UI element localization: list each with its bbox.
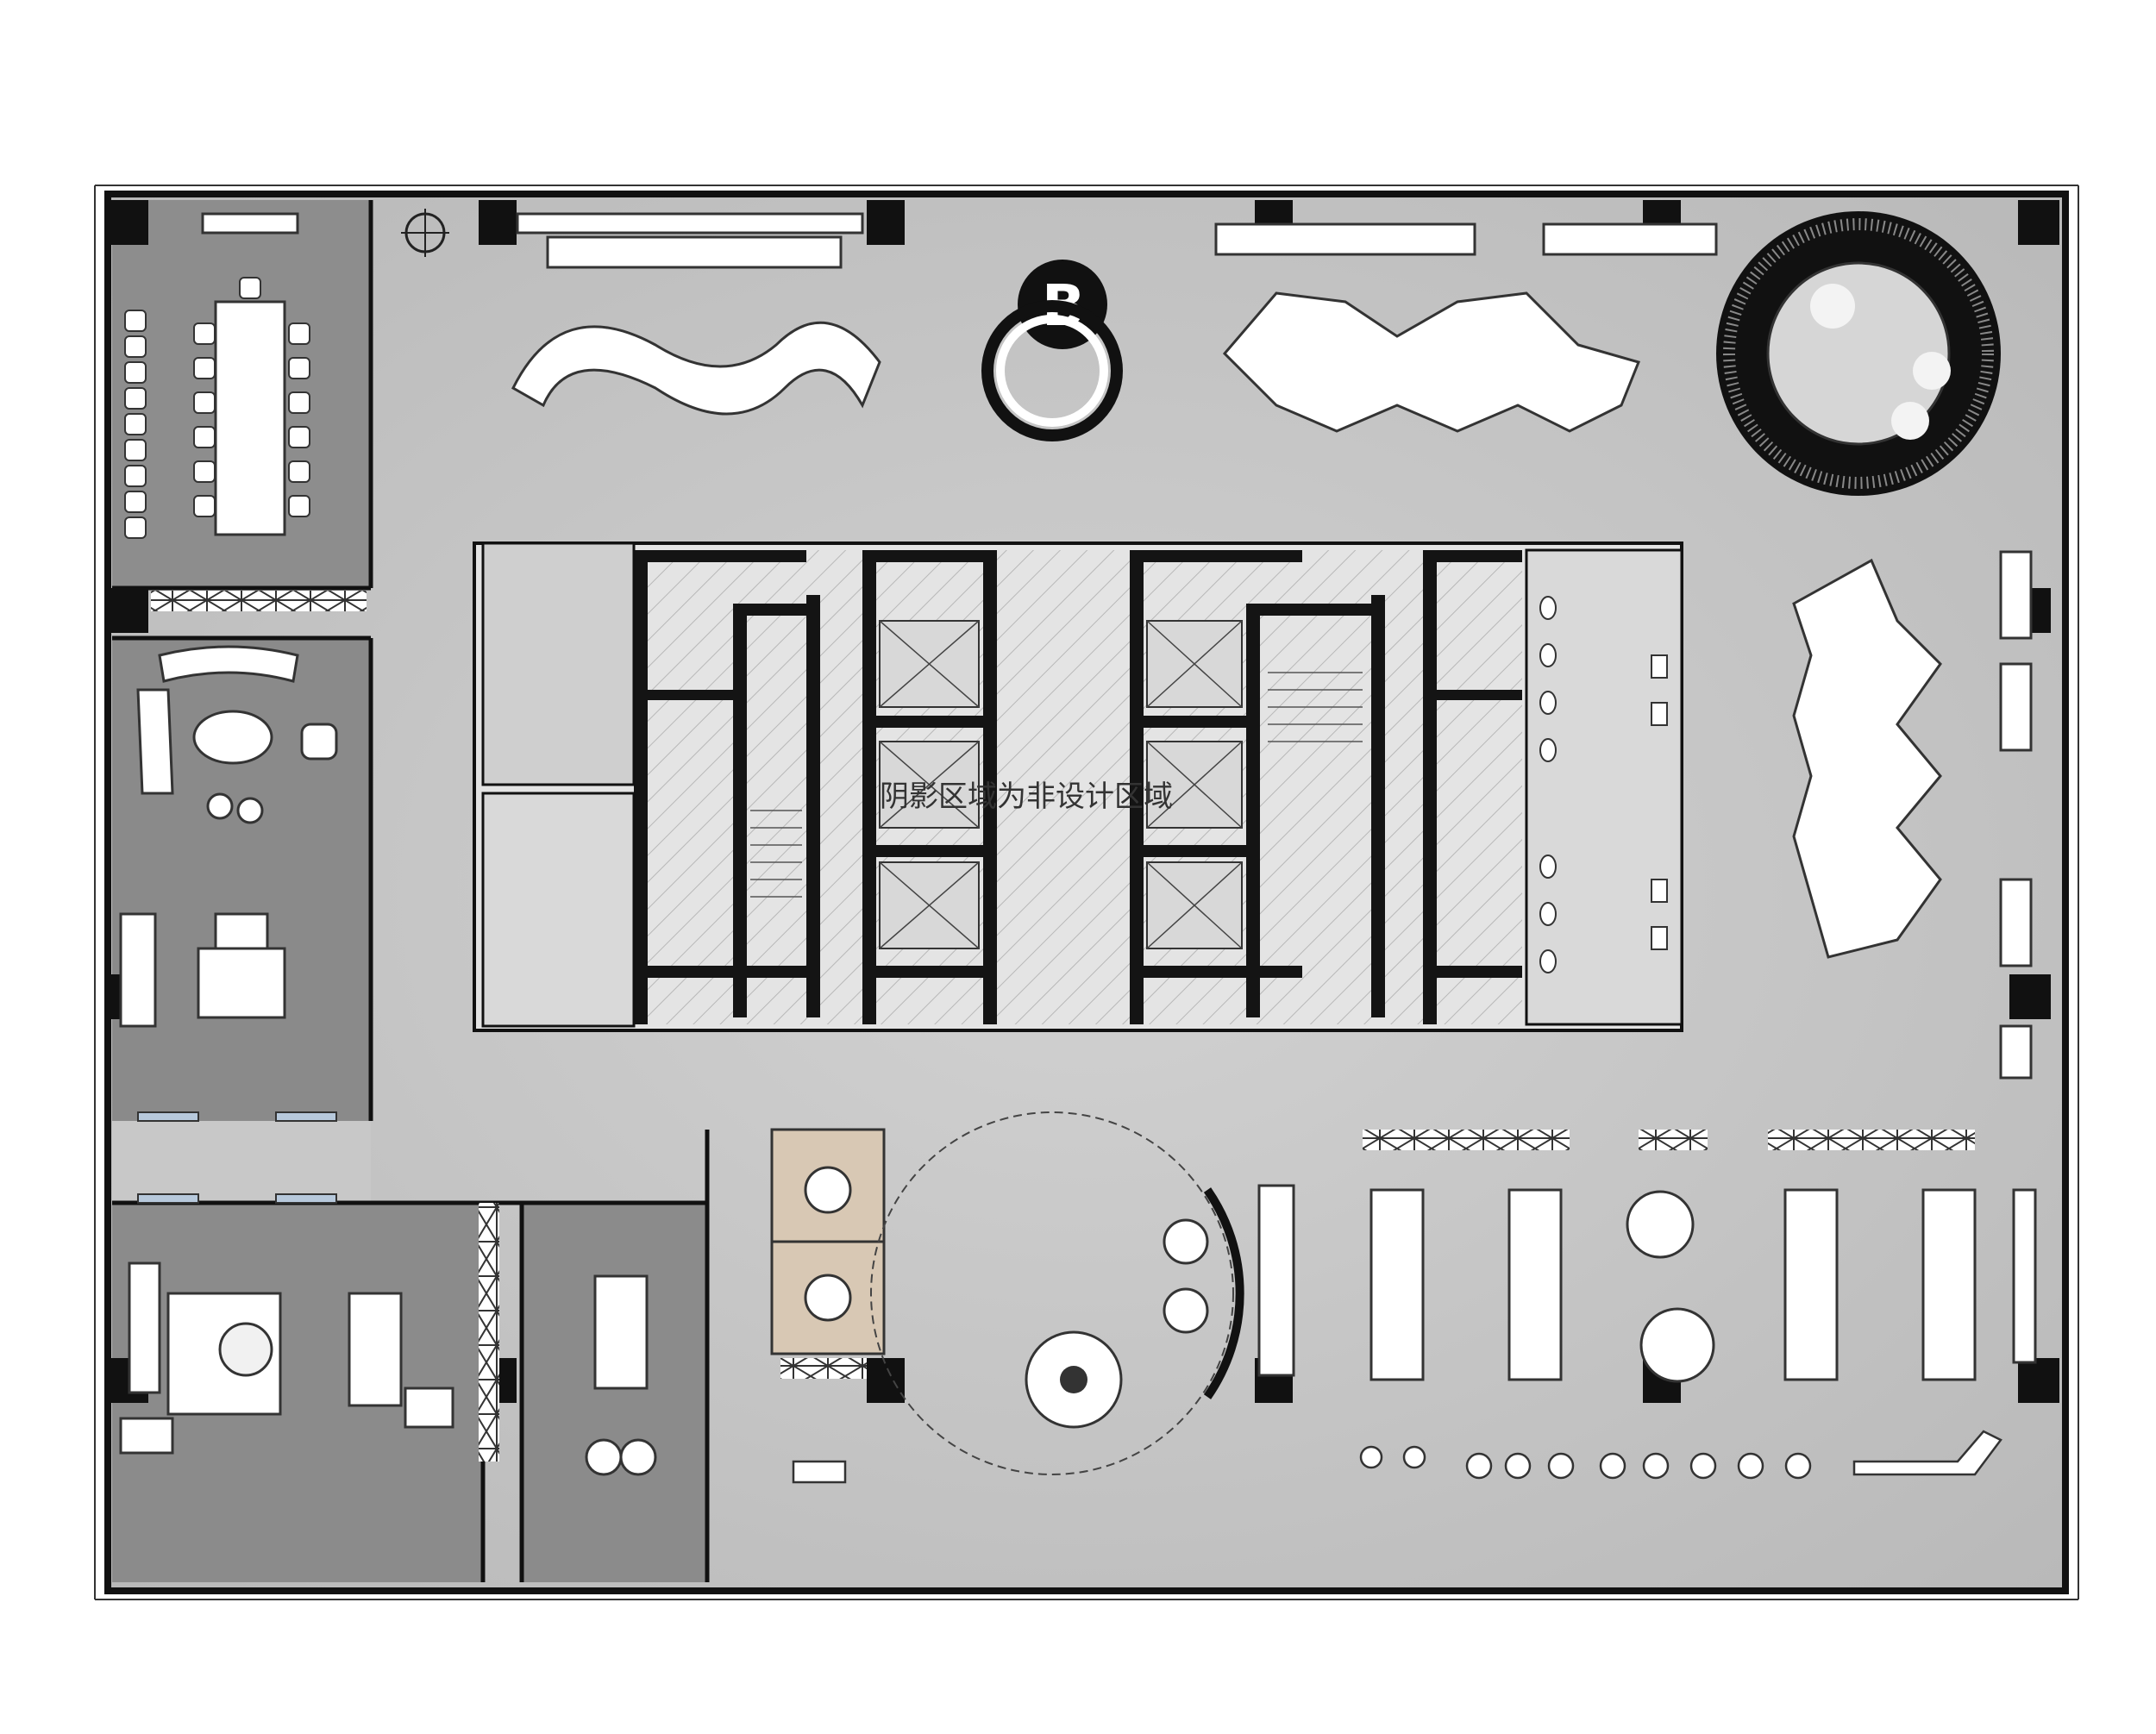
core-note: 阴影区域为非设计区域 [880, 779, 1173, 814]
bottom-row [792, 1430, 2002, 1484]
wave-sofa [511, 321, 881, 416]
open-workstations [1257, 1184, 2037, 1383]
dining-pods [770, 1128, 886, 1355]
round-room [870, 1111, 1244, 1475]
core-area: 阴影区域为非设计区域 [473, 541, 1683, 1032]
hex-desks-top [1222, 291, 1641, 433]
ring-seating [981, 300, 1123, 441]
cabinet-strips [151, 591, 1975, 1462]
hex-desks-right [1792, 558, 1942, 959]
facade-grid [94, 185, 2079, 1600]
glazing [137, 1111, 337, 1204]
conference-room [214, 300, 286, 536]
round-lounge [1716, 211, 2001, 496]
top-counters [201, 212, 2033, 1080]
column-mark [401, 209, 449, 257]
bottom-left-office [119, 1261, 657, 1476]
left-lounge [119, 645, 338, 1028]
conference-chairs [124, 277, 310, 539]
